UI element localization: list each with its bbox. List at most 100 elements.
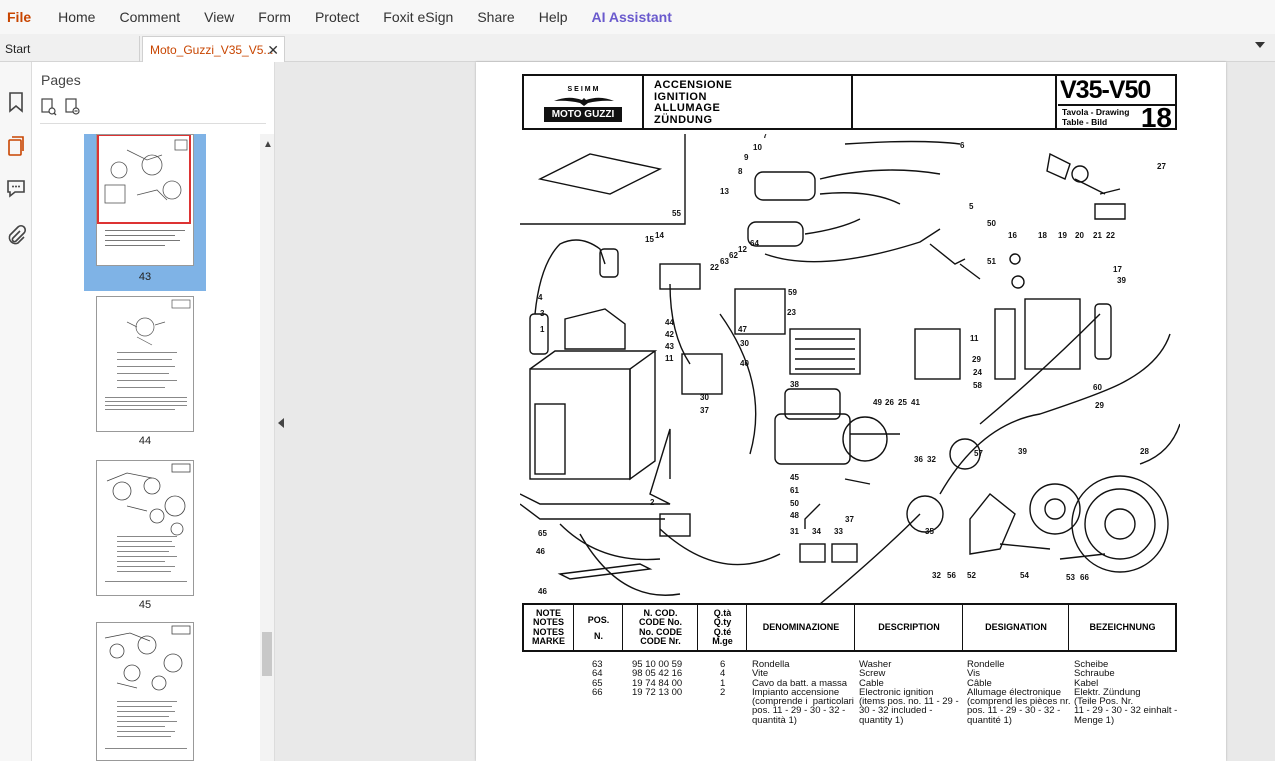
menu-view[interactable]: View [204, 9, 235, 25]
pages-panel-title: Pages [41, 72, 81, 88]
part-callout: 11 [665, 354, 674, 363]
navigation-rail [0, 62, 32, 761]
thumbnail-page-45[interactable] [96, 460, 194, 596]
table-cell: Allumage électronique [967, 686, 1062, 698]
menu-file[interactable]: File [7, 9, 32, 25]
thumbnail-label: 45 [138, 599, 152, 611]
part-callout: 65 [538, 529, 547, 538]
collapse-panel-icon[interactable] [278, 418, 284, 428]
pages-panel: Pages 43 [32, 62, 275, 761]
tab-list-dropdown-icon[interactable] [1255, 42, 1265, 48]
part-callout: 32 [927, 455, 936, 464]
part-callout: 24 [973, 368, 982, 377]
part-callout: 61 [790, 486, 799, 495]
table-cell: Impianto accensione [752, 686, 840, 698]
part-callout: 38 [790, 380, 799, 389]
column-bezeichnung: Scheibe Schraube Kabel Elektr. Zündung (… [1074, 659, 1178, 726]
menu-comment[interactable]: Comment [119, 9, 181, 25]
page-options-icon[interactable] [65, 98, 81, 116]
scrollbar-thumb[interactable] [262, 632, 272, 676]
menu-protect[interactable]: Protect [314, 9, 360, 25]
part-callout: 44 [665, 318, 674, 327]
part-callout: 45 [790, 473, 799, 482]
part-callout: 22 [1106, 231, 1115, 240]
thumbnail-list: 43 44 [32, 134, 260, 761]
part-callout: 37 [845, 515, 854, 524]
part-callout: 66 [1080, 573, 1089, 582]
menu-share[interactable]: Share [477, 9, 515, 25]
attachment-icon[interactable] [4, 224, 28, 248]
part-callout: 46 [538, 587, 547, 596]
table-cell: 4 [720, 668, 726, 680]
part-callout: 30 [700, 393, 709, 402]
part-callout: 31 [790, 527, 799, 536]
header-qty-fr: Q.té [713, 626, 732, 637]
table-cell: Rondella [752, 659, 790, 670]
comments-icon[interactable] [4, 176, 28, 200]
menu-form[interactable]: Form [258, 9, 291, 25]
thumbnail-scrollbar[interactable] [260, 134, 274, 761]
table-cell: 11 - 29 - 30 - 32 einhalt - [1074, 705, 1178, 717]
table-cell: (comprende i particolari [752, 696, 854, 708]
header-code-de: CODE Nr. [640, 636, 681, 646]
header-designation: DESIGNATION [964, 605, 1069, 650]
title-en: IGNITION [654, 90, 707, 103]
part-callout: 10 [753, 143, 762, 152]
part-callout: 6 [960, 141, 965, 150]
model-divider [1058, 104, 1175, 106]
column-qty: 6 4 1 2 [720, 659, 726, 698]
table-cell: quantità 1) [752, 714, 797, 726]
table-cell: pos. 11 - 29 - 30 - 32 - [967, 705, 1061, 717]
menu-home[interactable]: Home [58, 9, 96, 25]
table-cell: Scheibe [1074, 659, 1109, 670]
bookmark-icon[interactable] [4, 90, 28, 114]
table-cell: (comprend les pièces nr. [967, 696, 1071, 708]
drawing-header: SEIMM MOTO GUZZI ACCENSIONE IGNITION ALL… [522, 74, 1177, 133]
menu-bar: File Home Comment View Form Protect Foxi… [0, 0, 1275, 34]
header-code-it: N. COD. [643, 607, 678, 618]
table-cell: Elektr. Zündung [1074, 686, 1141, 698]
part-callout: 47 [738, 325, 747, 334]
table-cell: quantité 1) [967, 714, 1012, 726]
header-code-fr: No. CODE [638, 626, 682, 637]
table-cell: Cable [859, 677, 884, 689]
part-callout: 43 [665, 342, 674, 351]
part-callout: 36 [914, 455, 923, 464]
thumbnail-page-46[interactable] [96, 622, 194, 761]
column-pos: 63 64 65 66 [592, 660, 603, 698]
close-tab-icon[interactable]: ✕ [267, 42, 279, 58]
title-it: ACCENSIONE [654, 79, 733, 91]
part-callout: 54 [1020, 571, 1029, 580]
table-cell: 6 [720, 659, 726, 670]
menu-help[interactable]: Help [538, 9, 568, 25]
insert-page-icon[interactable] [41, 98, 57, 116]
part-callout: 27 [1157, 162, 1166, 171]
part-callout: 13 [720, 187, 729, 196]
part-callout: 34 [812, 527, 821, 536]
title-fr: ALLUMAGE [654, 102, 721, 114]
table-cell: quantity 1) [859, 714, 904, 726]
header-code-en: CODE No. [638, 617, 682, 627]
tab-start[interactable]: Start [0, 36, 140, 62]
scroll-up-icon[interactable]: ▲ [263, 139, 273, 150]
thumbnail-page-44[interactable] [96, 296, 194, 432]
part-callout: 41 [911, 398, 920, 407]
header-notes: NOTE NOTES NOTES MARKE [524, 605, 574, 650]
table-cell: 2 [720, 686, 726, 698]
pages-icon[interactable] [4, 134, 28, 158]
table-cell: Vis [967, 668, 981, 680]
header-denominazione: DENOMINAZIONE [748, 605, 855, 650]
tab-document[interactable]: Moto_Guzzi_V35_V5... ✕ [142, 36, 285, 62]
part-callout: 40 [740, 359, 749, 368]
part-callout: 28 [1140, 447, 1149, 456]
part-callout: 12 [738, 245, 747, 254]
menu-ai-assistant[interactable]: AI Assistant [591, 9, 672, 25]
part-callout: 14 [655, 231, 664, 240]
table-cell: pos. 11 - 29 - 30 - 32 - [752, 705, 846, 717]
menu-foxit-esign[interactable]: Foxit eSign [383, 9, 454, 25]
blank-cell [854, 76, 1057, 128]
header-pos-line1: POS. [587, 614, 610, 625]
model-cell: V35-V50 Tavola - Drawing Table - Bild 18 [1058, 76, 1175, 133]
part-callout: 58 [973, 381, 982, 390]
